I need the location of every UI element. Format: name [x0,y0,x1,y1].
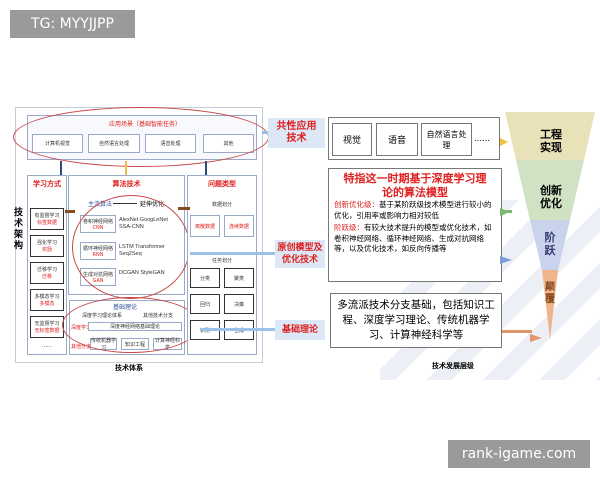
arrow-right [65,210,75,213]
learning-more: …… [42,343,52,349]
learning-sub: 奖励 [41,247,52,253]
app-tag: 视觉 [332,123,372,156]
learning-name: 多模态学习 [34,294,60,300]
link-arrow [200,328,275,331]
watermark-bottom-right: rank-igame.com [448,440,590,468]
arrow-blue [500,256,512,264]
learning-item: 强化学习奖励 [30,235,64,257]
learning-item: 多模态学习多模态 [30,289,64,311]
innov-text: 基于某阶跃级技术模型进行较小的优化，引用率或影响力相对较低 [334,200,492,220]
learning-name: 强化学习 [36,240,57,246]
side-title: 技术架构 [14,208,24,251]
app-tag: 语音 [376,123,418,156]
label-common-app: 共性应用技术 [268,118,325,148]
task-title: 任务划分 [211,258,232,264]
watermark-top-left: TG: MYYJJPP [10,10,135,38]
model-row: LSTM Transformer Seq2Seq [119,244,165,257]
model-row: AlexNet GoogLeNet SSA-CNN [119,217,168,230]
label-original-model: 原创模型及优化技术 [275,240,325,268]
data-item: 离散数据 [190,215,220,237]
learning-sub: 多模态 [39,301,55,307]
learning-sub: 无标签数据 [34,328,60,334]
level-leap [530,220,570,270]
innov-desc: 创新优化级：基于某阶跃级技术模型进行较小的优化，引用率或影响力相对较低 [334,200,496,221]
app-more: …… [474,134,490,143]
learning-name: 迁移学习 [36,267,57,273]
task-item: 决策 [224,294,254,314]
leap-desc: 阶跃级：有较大技术提升的模型或优化技术，如卷积神经网络、循环神经网络、生成对抗网… [334,223,496,255]
app-tag: 自然语言处理 [421,123,472,156]
data-item: 连续数据 [224,215,254,237]
level-label: 颠覆 [545,282,555,305]
learning-name: 有监督学习 [34,213,60,219]
task-item: 分类 [190,268,220,288]
link-arrow [190,252,275,255]
level-label: 工程实现 [540,128,562,154]
arrow-up [205,161,207,175]
innov-label: 创新优化级： [334,200,379,209]
level-innovation [516,160,584,220]
arrow-model [502,210,512,213]
learning-name: 无监督学习 [34,321,60,327]
task-item: 聚类 [224,268,254,288]
learning-item: 迁移学习迁移 [30,262,64,284]
model-box: 特指这一时期基于深度学习理论的算法模型 创新优化级：基于某阶跃级技术模型进行较小… [328,168,502,282]
learning-sub: 迁移 [41,274,52,280]
algo-title: 算法技术 [112,180,141,188]
learning-title: 学习方式 [33,180,61,188]
arrow-up [125,161,127,175]
level-engineering [505,112,595,160]
caption-left: 技术体系 [115,364,143,372]
model-row: DCGAN StyleGAN [119,270,165,276]
app-ellipse [13,107,269,167]
problem-title: 问题类型 [208,180,236,188]
theory-tag: 其他分支 [71,344,92,350]
task-item: 回归 [190,294,220,314]
theory-ellipse [62,297,200,353]
level-label: 阶跃 [544,231,556,257]
level-label: 创新优化 [540,184,562,210]
level-disrupt [542,270,558,340]
label-theory: 基础理论 [275,320,325,340]
arrow-up [60,161,62,175]
link-arrow [262,131,270,134]
arrow-orange [530,334,542,342]
arrow-yellow [500,138,508,146]
data-title: 数据划分 [211,202,232,208]
caption-right: 技术发展层级 [432,362,474,370]
leap-text: 有较大技术提升的模型或优化技术，如卷积神经网络、循环神经网络、生成对抗网络等，以… [334,223,492,253]
model-title: 特指这一时期基于深度学习理论的算法模型 [343,172,487,199]
theory-desc-box: 多流派技术分支基础，包括知识工程、深度学习理论、传统机器学习、计算神经科学等 [330,293,502,348]
arrow-theory [502,330,532,333]
leap-label: 阶跃级： [334,223,364,232]
learning-sub: 标签数据 [36,220,57,226]
learning-item: 无监督学习无标签数据 [30,316,64,338]
learning-item: 有监督学习标签数据 [30,208,64,230]
arrow-left [178,207,190,210]
level-pyramid [500,112,595,342]
